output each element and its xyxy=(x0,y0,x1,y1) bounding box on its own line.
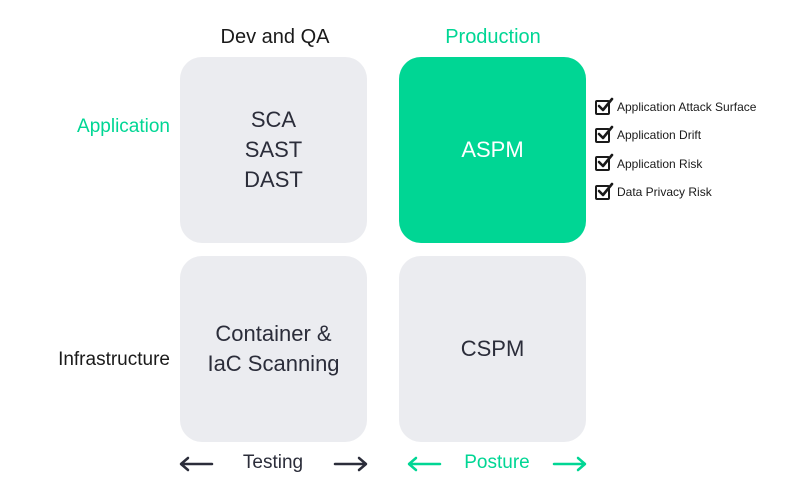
cell-line-sca: SCA xyxy=(250,107,297,132)
cell-label-cspm: CSPM xyxy=(460,336,525,361)
column-header-dev-qa: Dev and QA xyxy=(220,26,330,48)
aspm-checklist: Application Attack Surface Application D… xyxy=(595,93,756,206)
checkbox-checked-icon xyxy=(595,182,614,200)
arrow-right-icon xyxy=(552,456,587,472)
column-header-production: Production xyxy=(445,26,541,48)
arrow-left-icon xyxy=(407,456,442,472)
checklist-item: Application Attack Surface xyxy=(595,93,756,121)
row-header-application: Application xyxy=(77,116,170,137)
checklist-label: Data Privacy Risk xyxy=(617,185,712,200)
cell-line-container: Container & xyxy=(215,321,332,346)
axis-label-testing: Testing xyxy=(242,452,304,473)
cell-label-aspm: ASPM xyxy=(461,137,524,162)
checklist-label: Application Attack Surface xyxy=(617,100,757,115)
checkbox-checked-icon xyxy=(595,153,614,172)
checklist-label: Application Risk xyxy=(617,156,703,171)
cell-line-sast: SAST xyxy=(244,137,303,162)
cell-application-production: ASPM xyxy=(399,57,586,243)
checkbox-checked-icon xyxy=(595,125,614,143)
cell-infrastructure-dev-qa: Container & IaC Scanning xyxy=(180,256,367,442)
checklist-label: Application Drift xyxy=(617,128,702,143)
cell-line-iac-scanning: IaC Scanning xyxy=(207,351,340,376)
arrow-left-icon xyxy=(179,456,214,472)
cell-line-dast: DAST xyxy=(244,167,303,192)
arrow-right-icon xyxy=(333,456,368,472)
checklist-item: Application Drift xyxy=(595,121,756,149)
cell-infrastructure-production: CSPM xyxy=(399,256,586,442)
checklist-item: Data Privacy Risk xyxy=(595,178,756,206)
checkbox-checked-icon xyxy=(595,97,614,115)
cell-application-dev-qa: SCA SAST DAST xyxy=(180,57,367,243)
row-header-infrastructure: Infrastructure xyxy=(58,349,170,370)
axis-label-posture: Posture xyxy=(464,452,530,473)
checklist-item: Application Risk xyxy=(595,150,756,178)
